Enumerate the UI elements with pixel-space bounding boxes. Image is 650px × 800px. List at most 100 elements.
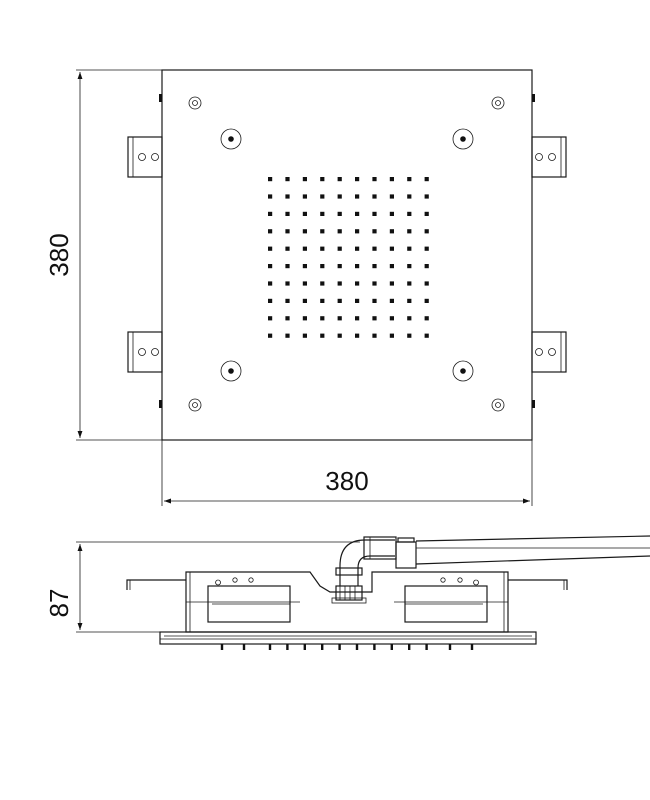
nozzle: [407, 246, 412, 251]
nozzle: [355, 333, 360, 338]
nozzle-stub: [303, 644, 306, 650]
nozzle: [389, 177, 394, 182]
housing-body: [185, 571, 509, 633]
fixing-point-top-left: [220, 128, 242, 150]
corner-screw-top-left: [188, 96, 202, 110]
mounting-bracket-left-upper: [127, 136, 163, 178]
nozzle: [320, 316, 325, 321]
nozzle: [389, 211, 394, 216]
nozzle-stub: [286, 644, 289, 650]
nozzle: [389, 246, 394, 251]
nozzle: [389, 194, 394, 199]
nozzle: [407, 229, 412, 234]
nozzle: [424, 229, 429, 234]
nozzle: [424, 246, 429, 251]
nozzle: [407, 281, 412, 286]
nozzle: [337, 333, 342, 338]
nozzle: [355, 316, 360, 321]
nozzle: [372, 246, 377, 251]
nozzle: [337, 264, 342, 269]
height-dimension: 380: [44, 69, 162, 441]
top-plate-outline: [161, 69, 533, 441]
elbow-pipe: [335, 536, 397, 586]
nozzle: [268, 333, 273, 338]
nozzle: [337, 177, 342, 182]
nozzle: [337, 194, 342, 199]
hose: [395, 535, 650, 569]
top-view: 380 380: [44, 69, 567, 506]
nozzle: [337, 281, 342, 286]
nozzle-grid: [268, 177, 429, 338]
nozzle: [337, 246, 342, 251]
nozzle: [424, 281, 429, 286]
nozzle: [372, 281, 377, 286]
nozzle: [372, 264, 377, 269]
nozzle: [285, 211, 290, 216]
nozzle-stub: [268, 644, 272, 650]
nozzle: [424, 194, 429, 199]
nozzle: [355, 229, 360, 234]
nozzle: [320, 211, 325, 216]
nozzle: [355, 298, 360, 303]
nozzle: [389, 281, 394, 286]
nozzle-stub: [220, 644, 224, 650]
nozzle: [389, 264, 394, 269]
nozzle: [372, 177, 377, 182]
nozzle: [320, 177, 325, 182]
nozzle-stub: [338, 644, 341, 650]
nozzle: [424, 333, 429, 338]
nozzle-stub: [425, 644, 428, 650]
nozzle: [320, 281, 325, 286]
nozzle: [285, 229, 290, 234]
nozzle: [285, 298, 290, 303]
nozzle: [337, 229, 342, 234]
nozzle: [302, 316, 307, 321]
nozzle: [320, 246, 325, 251]
nozzle: [355, 194, 360, 199]
nozzle: [337, 316, 342, 321]
nozzle: [424, 298, 429, 303]
nozzle: [424, 177, 429, 182]
nozzle: [372, 229, 377, 234]
nozzle-stub: [470, 644, 474, 650]
nozzle: [407, 333, 412, 338]
nozzle: [285, 246, 290, 251]
height-dimension-label: 380: [44, 233, 74, 276]
mounting-bracket-right-lower: [531, 331, 567, 373]
nozzle: [407, 177, 412, 182]
nozzle: [302, 229, 307, 234]
nozzle: [355, 281, 360, 286]
nozzle: [372, 298, 377, 303]
nozzle: [320, 194, 325, 199]
corner-screw-bottom-right: [491, 398, 505, 412]
nozzle: [355, 177, 360, 182]
nozzle: [268, 229, 273, 234]
nozzle-stub: [373, 644, 376, 650]
nozzle: [389, 229, 394, 234]
nozzle: [355, 264, 360, 269]
nozzle-stub: [321, 644, 324, 650]
width-dimension: 380: [161, 440, 533, 506]
nozzle: [302, 281, 307, 286]
nozzle-stubs: [220, 644, 474, 650]
nozzle-stub: [390, 644, 393, 650]
nozzle: [320, 264, 325, 269]
depth-dimension: 87: [44, 541, 360, 633]
nozzle: [285, 177, 290, 182]
side-bracket-left: [126, 579, 186, 590]
nozzle: [424, 264, 429, 269]
nozzle: [355, 211, 360, 216]
nozzle: [302, 298, 307, 303]
nozzle: [407, 316, 412, 321]
nozzle: [337, 211, 342, 216]
depth-dimension-label: 87: [44, 589, 74, 618]
fixing-point-bottom-left: [220, 360, 242, 382]
side-bracket-right: [508, 579, 568, 590]
housing-holes: [215, 577, 479, 586]
mounting-bracket-right-upper: [531, 136, 567, 178]
nozzle: [407, 194, 412, 199]
nozzle: [302, 333, 307, 338]
nozzle: [320, 229, 325, 234]
nozzle: [302, 177, 307, 182]
nozzle: [268, 316, 273, 321]
